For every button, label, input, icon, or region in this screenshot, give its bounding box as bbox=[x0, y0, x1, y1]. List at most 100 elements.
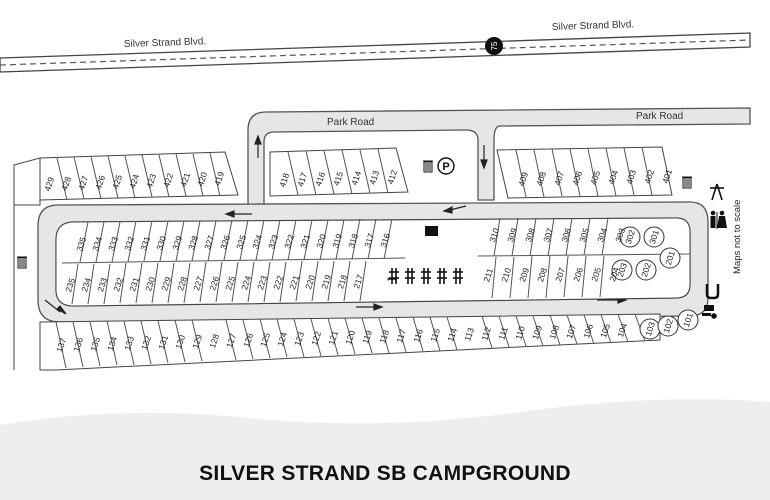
site-label-204: 204 bbox=[607, 266, 621, 283]
traffic-arrows bbox=[44, 134, 628, 315]
site-label-123: 123 bbox=[292, 330, 306, 347]
site-label-205: 205 bbox=[589, 266, 603, 283]
site-label-305: 305 bbox=[577, 227, 591, 244]
site-label-125: 125 bbox=[258, 331, 272, 348]
site-label-126: 126 bbox=[241, 332, 255, 349]
picnic-table-icon bbox=[389, 268, 399, 284]
site-label-327: 327 bbox=[202, 234, 216, 251]
site-label-409: 409 bbox=[516, 171, 530, 188]
site-circles bbox=[611, 226, 699, 340]
site-label-418: 418 bbox=[277, 172, 291, 189]
site-label-230: 230 bbox=[143, 276, 157, 293]
site-label-419: 419 bbox=[212, 170, 226, 187]
map-scale-note: Maps not to scale bbox=[732, 200, 743, 274]
site-label-408: 408 bbox=[534, 170, 548, 187]
site-label-421: 421 bbox=[178, 171, 192, 188]
site-label-415: 415 bbox=[331, 170, 345, 187]
site-label-325: 325 bbox=[234, 234, 248, 251]
site-label-405: 405 bbox=[588, 169, 602, 186]
site-label-331: 331 bbox=[138, 235, 152, 252]
site-label-231: 231 bbox=[127, 276, 141, 293]
site-label-417: 417 bbox=[295, 171, 309, 188]
blvd-label-right: Silver Strand Blvd. bbox=[552, 19, 635, 33]
blvd-label-left: Silver Strand Blvd. bbox=[124, 36, 207, 50]
site-label-211: 211 bbox=[481, 267, 495, 283]
site-label-108: 108 bbox=[547, 323, 561, 340]
site-circle-201 bbox=[659, 247, 681, 269]
site-label-401: 401 bbox=[660, 168, 674, 185]
silver-strand-blvd bbox=[0, 32, 751, 73]
site-label-328: 328 bbox=[186, 234, 200, 251]
picnic-area-icon bbox=[710, 183, 724, 201]
site-label-234: 234 bbox=[79, 276, 93, 293]
inner-island bbox=[55, 217, 691, 307]
site-label-115: 115 bbox=[428, 327, 442, 343]
site-label-120: 120 bbox=[343, 329, 357, 346]
site-label-301: 301 bbox=[647, 228, 661, 245]
site-label-133: 133 bbox=[122, 335, 136, 352]
site-label-101: 101 bbox=[681, 311, 695, 328]
site-label-137: 137 bbox=[54, 337, 68, 354]
site-label-406: 406 bbox=[570, 169, 584, 186]
trash-icon bbox=[423, 160, 433, 173]
site-label-326: 326 bbox=[218, 234, 232, 251]
site-label-233: 233 bbox=[95, 276, 109, 293]
site-label-209: 209 bbox=[517, 266, 531, 283]
site-label-106: 106 bbox=[581, 323, 595, 340]
site-label-334: 334 bbox=[90, 235, 104, 252]
site-label-128: 128 bbox=[207, 332, 221, 349]
site-label-306: 306 bbox=[559, 227, 573, 244]
park-road-label-right: Park Road bbox=[636, 111, 683, 122]
site-label-218: 218 bbox=[335, 273, 349, 290]
site-label-332: 332 bbox=[122, 235, 136, 252]
site-label-319: 319 bbox=[330, 232, 344, 249]
site-label-124: 124 bbox=[275, 331, 289, 348]
shower-icon bbox=[705, 284, 720, 300]
site-label-203: 203 bbox=[615, 261, 629, 278]
restroom-icon bbox=[710, 210, 727, 229]
site-label-136: 136 bbox=[71, 336, 85, 353]
site-label-407: 407 bbox=[552, 170, 566, 187]
site-circle-101 bbox=[677, 309, 699, 331]
picnic-table-icon bbox=[437, 268, 447, 284]
sites-north-outer-left bbox=[13, 151, 239, 370]
route-number: 75 bbox=[490, 41, 499, 50]
site-label-129: 129 bbox=[190, 333, 204, 350]
site-label-104: 104 bbox=[615, 322, 629, 339]
site-label-321: 321 bbox=[298, 233, 312, 250]
site-label-235: 235 bbox=[63, 277, 77, 294]
trash-icon bbox=[17, 256, 27, 269]
site-label-225: 225 bbox=[223, 275, 237, 292]
picnic-table-icons bbox=[389, 268, 463, 284]
parking-symbol: P bbox=[442, 161, 449, 173]
site-label-426: 426 bbox=[93, 174, 107, 191]
site-label-322: 322 bbox=[282, 233, 296, 250]
map-title: SILVER STRAND SB CAMPGROUND bbox=[199, 462, 571, 485]
site-label-425: 425 bbox=[110, 173, 124, 190]
site-label-422: 422 bbox=[161, 172, 175, 189]
site-label-420: 420 bbox=[195, 171, 209, 188]
site-label-232: 232 bbox=[111, 276, 125, 293]
site-label-402: 402 bbox=[642, 168, 656, 185]
trash-icon bbox=[682, 176, 692, 189]
picnic-table-icon bbox=[405, 268, 415, 284]
site-label-135: 135 bbox=[88, 336, 102, 353]
site-label-207: 207 bbox=[553, 266, 567, 283]
picnic-table-icon bbox=[421, 268, 431, 284]
site-label-220: 220 bbox=[303, 274, 317, 291]
site-label-224: 224 bbox=[239, 274, 253, 291]
site-label-229: 229 bbox=[159, 275, 173, 292]
site-label-404: 404 bbox=[606, 169, 620, 186]
site-circle-102 bbox=[657, 315, 679, 337]
site-circle-302 bbox=[619, 226, 641, 248]
route-75-shield: 75 bbox=[485, 37, 503, 55]
site-label-228: 228 bbox=[175, 275, 189, 292]
site-label-221: 221 bbox=[287, 274, 301, 291]
site-label-412: 412 bbox=[385, 169, 399, 186]
site-label-134: 134 bbox=[105, 335, 119, 352]
site-label-118: 118 bbox=[377, 328, 391, 344]
site-label-308: 308 bbox=[523, 227, 537, 244]
site-label-201: 201 bbox=[663, 249, 677, 266]
site-label-103: 103 bbox=[643, 320, 657, 337]
